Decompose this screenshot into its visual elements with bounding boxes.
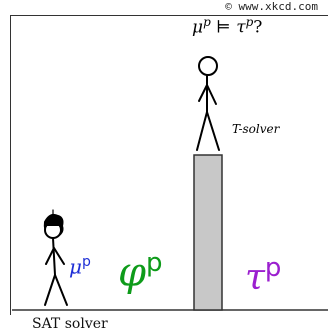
- models-symbol: ⊨: [216, 17, 231, 38]
- question-mu-sup: p: [203, 15, 211, 29]
- panel-border: [10, 15, 328, 315]
- question-mark: ?: [253, 17, 263, 38]
- phi-symbol: φ: [118, 249, 147, 296]
- question-tau-sup: p: [245, 15, 254, 29]
- phi-sup: p: [146, 248, 163, 278]
- phi-label: φp: [118, 250, 163, 292]
- question-formula: μp ⊨ τp?: [192, 15, 262, 38]
- left-stick-figure: [43, 209, 68, 306]
- pillar: [193, 154, 223, 311]
- mu-label: μp: [69, 254, 91, 279]
- sat-solver-caption: SAT solver: [32, 316, 108, 332]
- t-solver-caption: T-solver: [232, 122, 280, 136]
- tau-sup: p: [264, 253, 282, 283]
- mu-sup: p: [82, 254, 91, 270]
- tau-label: τp: [245, 255, 281, 296]
- question-tau: τ: [236, 17, 246, 38]
- top-stick-figure: [196, 56, 220, 151]
- mu-symbol: μ: [69, 254, 82, 279]
- copyright-notice: © www.xkcd.com: [225, 0, 318, 13]
- tau-symbol: τ: [245, 257, 265, 298]
- question-mu: μ: [192, 17, 204, 38]
